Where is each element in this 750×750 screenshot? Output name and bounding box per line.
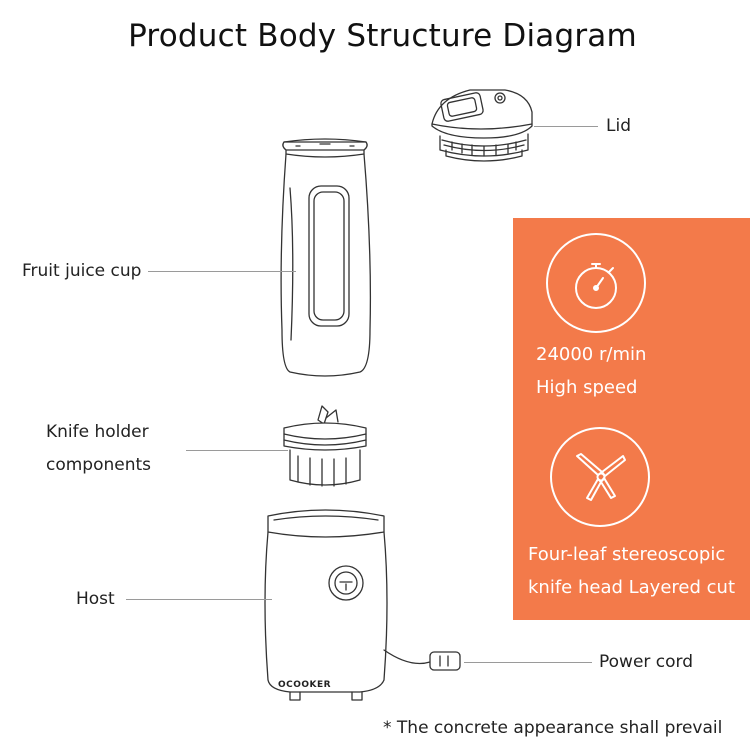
lid-illustration [431,89,533,162]
leader-line-host [126,599,272,600]
label-fruit-juice-cup: Fruit juice cup [22,261,142,281]
cup-illustration [280,138,372,377]
footnote: * The concrete appearance shall prevail [383,718,723,738]
label-host: Host [76,589,115,609]
label-power-cord: Power cord [599,652,694,672]
label-lid: Lid [606,116,631,136]
host-illustration [264,509,461,701]
feature-panel: 24000 r/min High speed Four-leaf stereos… [513,218,750,620]
leader-line-knife [186,450,288,451]
brand-logo-text: OCOOKER [278,680,332,690]
feature-speed-value: 24000 r/min [536,344,647,365]
leader-line-power-cord [464,662,592,663]
feature-blade-line2: knife head Layered cut [528,577,735,598]
leader-line-lid [534,126,598,127]
leader-line-cup [148,271,296,272]
blade-icon [550,427,650,527]
knife-holder-illustration [283,405,367,487]
diagram-title: Product Body Structure Diagram [128,18,637,54]
feature-speed-label: High speed [536,377,638,398]
label-knife-line2: components [46,455,152,475]
label-knife-line1: Knife holder [46,422,149,442]
label-knife-holder: Knife holder components [46,416,151,482]
feature-blade-line1: Four-leaf stereoscopic [528,544,726,565]
stopwatch-icon [546,233,646,333]
